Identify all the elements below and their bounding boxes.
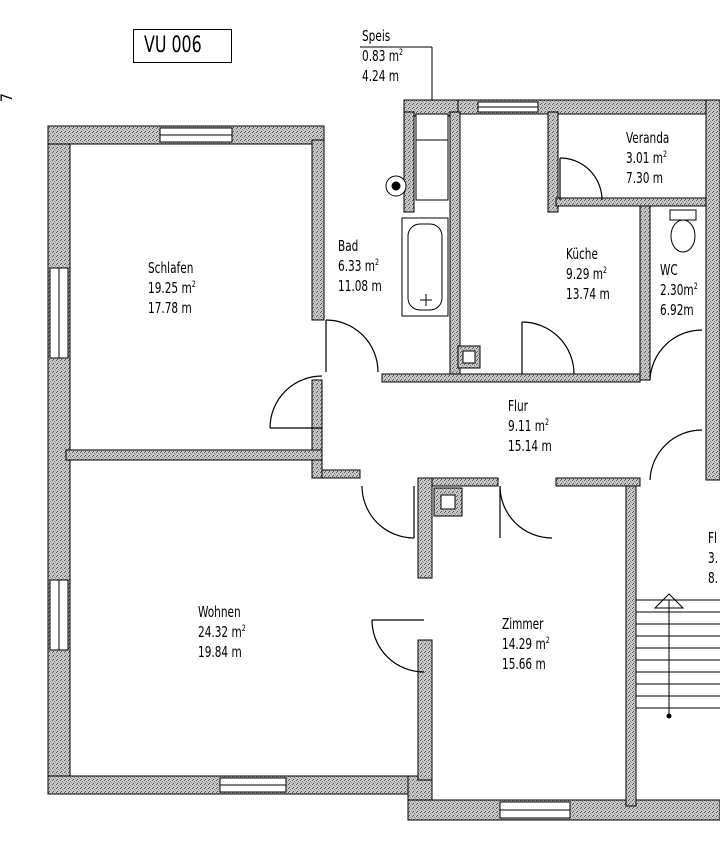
room-area: 0.83 bbox=[362, 47, 386, 65]
room-name: Wohnen bbox=[198, 603, 241, 621]
room-name: Flur bbox=[508, 397, 528, 415]
room-label-schlafen: Schlafen 19.25 m2 17.78 m bbox=[148, 259, 196, 317]
interior-walls bbox=[65, 111, 707, 807]
room-name: Veranda bbox=[626, 129, 670, 147]
room-area: 6.33 bbox=[338, 257, 362, 275]
bathtub bbox=[401, 217, 449, 317]
room-area: 14.29 bbox=[502, 635, 533, 653]
room-area: 9.29 bbox=[566, 265, 590, 283]
room-label-flur: Flur 9.11 m2 15.14 m bbox=[508, 397, 552, 455]
doors bbox=[269, 157, 703, 673]
room-label-speis: Speis 0.83 m2 4.24 m bbox=[362, 27, 404, 85]
room-perimeter: 19.84 m bbox=[198, 643, 242, 661]
room-label-wc: WC 2.30m2 6.92m bbox=[660, 261, 698, 319]
room-perimeter: 4.24 m bbox=[362, 67, 400, 85]
room-perimeter: 17.78 m bbox=[148, 299, 192, 317]
room-name: Bad bbox=[338, 237, 359, 255]
room-perimeter: 15.66 m bbox=[502, 655, 546, 673]
margin-mark: 7 bbox=[0, 93, 16, 102]
room-perimeter: 11.08 m bbox=[338, 277, 382, 295]
room-label-flur2: Fl 3. 8. bbox=[708, 528, 718, 588]
unit-title: VU 006 bbox=[144, 33, 202, 58]
toilet bbox=[669, 209, 697, 253]
speis-shelf bbox=[415, 113, 449, 201]
room-name: WC bbox=[660, 261, 678, 279]
windows bbox=[49, 101, 571, 819]
sink bbox=[385, 175, 407, 197]
room-area: 3.01 bbox=[626, 149, 650, 167]
room-label-veranda: Veranda 3.01 m2 7.30 m bbox=[626, 129, 670, 187]
room-area: 24.32 bbox=[198, 623, 229, 641]
room-name: Speis bbox=[362, 27, 391, 45]
room-name: Küche bbox=[566, 245, 598, 263]
room-area: 19.25 bbox=[148, 279, 179, 297]
room-name: Schlafen bbox=[148, 259, 194, 277]
room-name: Fl bbox=[708, 529, 717, 547]
room-perimeter: 15.14 m bbox=[508, 437, 552, 455]
room-name: Zimmer bbox=[502, 615, 544, 633]
room-label-wohnen: Wohnen 24.32 m2 19.84 m bbox=[198, 603, 246, 661]
room-perimeter: 7.30 m bbox=[626, 169, 664, 187]
chimneys bbox=[433, 345, 481, 517]
room-perimeter: 13.74 m bbox=[566, 285, 610, 303]
room-label-kueche: Küche 9.29 m2 13.74 m bbox=[566, 245, 610, 303]
room-label-bad: Bad 6.33 m2 11.08 m bbox=[338, 237, 382, 295]
room-label-zimmer: Zimmer 14.29 m2 15.66 m bbox=[502, 615, 550, 673]
room-area: 2.30 bbox=[660, 281, 684, 299]
speis-leader bbox=[360, 46, 433, 100]
room-area: 3. bbox=[708, 549, 719, 567]
room-perimeter: 8. bbox=[708, 569, 719, 587]
room-area: 9.11 bbox=[508, 417, 532, 435]
unit-title-box: VU 006 bbox=[133, 29, 232, 63]
room-perimeter: 6.92m bbox=[660, 301, 694, 319]
staircase bbox=[636, 593, 720, 719]
